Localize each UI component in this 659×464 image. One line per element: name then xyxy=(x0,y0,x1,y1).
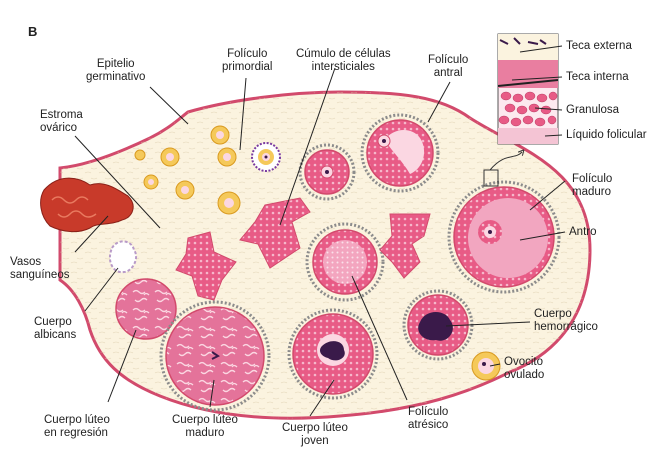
label-follicular-fluid: Líquido folicular xyxy=(566,129,647,142)
label-antrum: Antro xyxy=(569,226,597,239)
label-granulosa: Granulosa xyxy=(566,104,619,117)
panel-letter: B xyxy=(28,24,37,39)
mature-corpus-luteum xyxy=(166,307,264,405)
label-theca-interna: Teca interna xyxy=(566,71,629,84)
label-theca-externa: Teca externa xyxy=(566,40,632,53)
corpus-albicans xyxy=(110,241,136,272)
